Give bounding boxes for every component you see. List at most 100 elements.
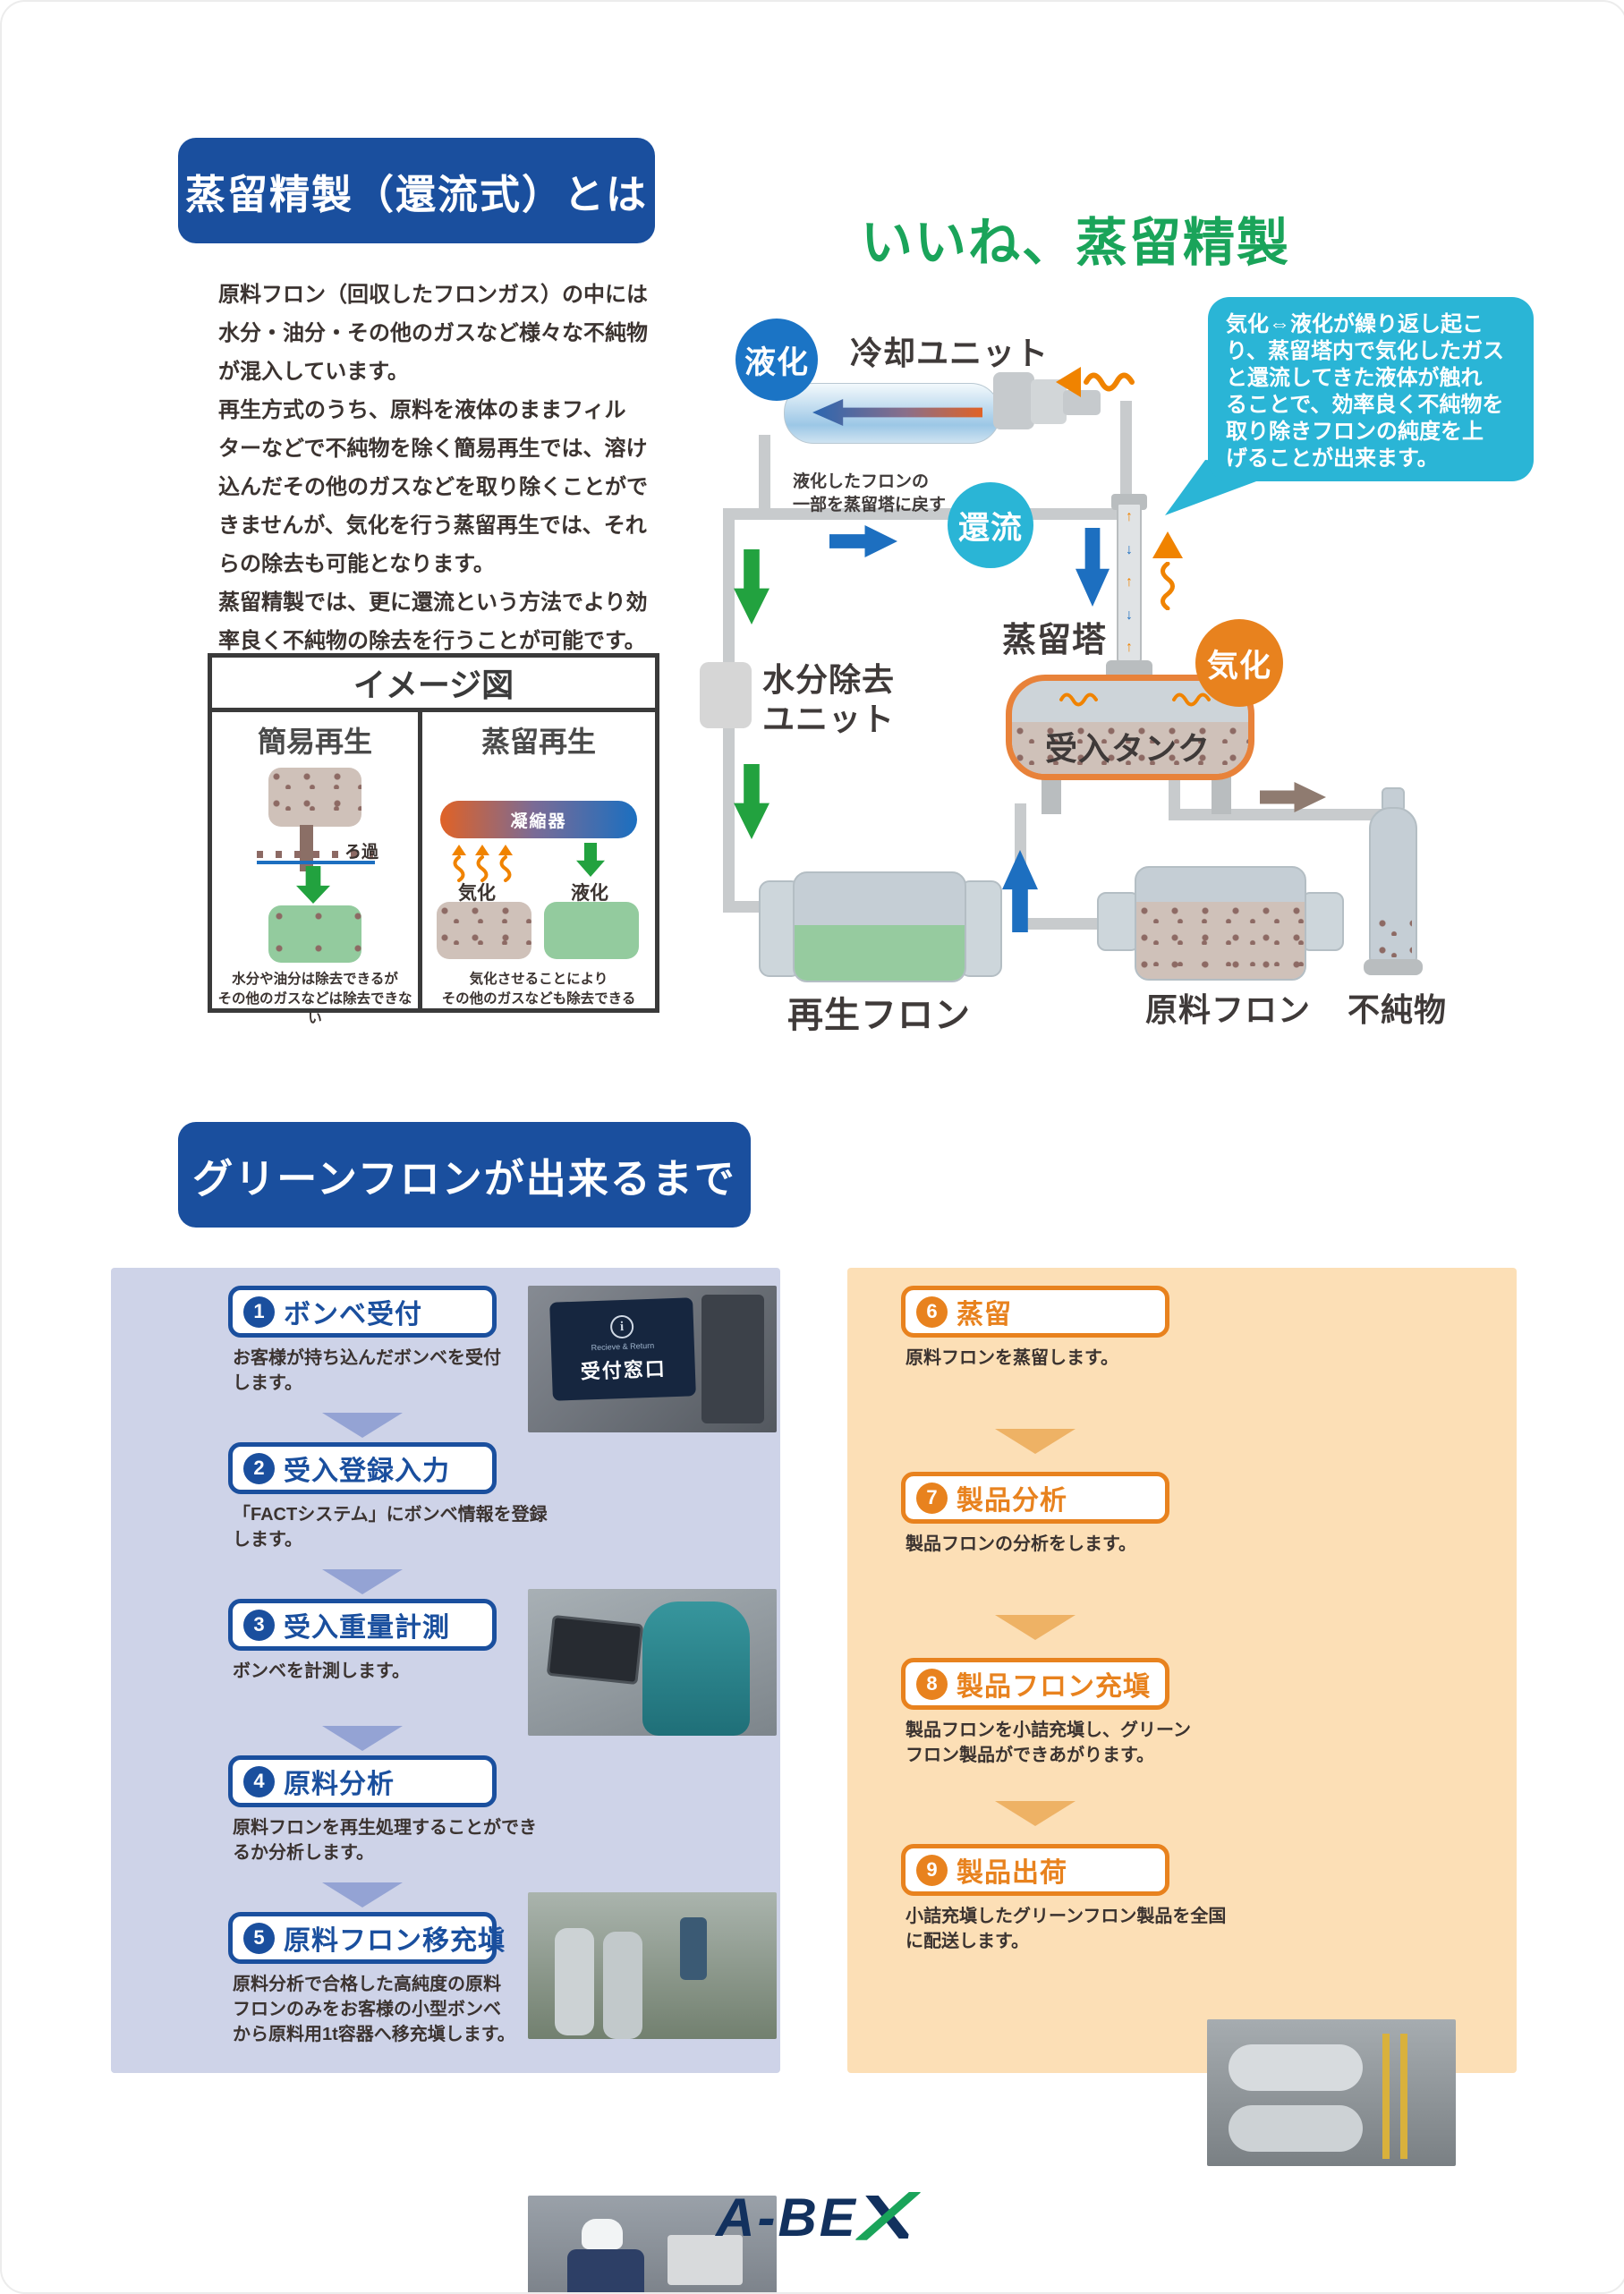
pure-liquid-box [544,902,639,959]
step-7-desc: 製品フロンの分析をします。 [906,1534,1136,1554]
filter-label: ろ過 [344,843,379,862]
section1-header-text: 蒸留精製（還流式）とは [184,171,648,217]
intro-line: きませんが、気化を行う蒸留再生では、それ [218,514,647,538]
tank-liquid [795,925,965,981]
photo-shape [701,1295,764,1423]
figure-right-title: 蒸留再生 [480,726,596,758]
down-arrow-icon [734,549,769,624]
condenser-bar: 凝縮器 [440,801,637,838]
step-3-desc: ボンベを計測します。 [233,1661,410,1681]
tube-nozzle [1063,390,1101,415]
image-figure: イメージ図 簡易再生 ろ過 水分や油分は除去できるが その他のガスなどは除去でき… [208,653,659,1026]
impurities-bottle [1369,807,1417,966]
section2-header: グリーンフロンが出来るまで [178,1122,751,1228]
intro-line: らの除去も可能となります。 [218,552,495,576]
tank-cap [1301,892,1344,951]
image-figure-title: イメージ図 [212,658,655,712]
right-arrow-icon [829,525,897,557]
pipe [1169,768,1180,820]
intro-line: 再生方式のうち、原料を液体のままフィル [218,398,626,422]
logo-x-mark [862,2196,912,2239]
photo-shape [567,2249,644,2292]
vaporize-badge: 気化 [1195,619,1283,707]
vaporize-squiggle-arrows-icon [452,845,513,887]
tube-coupler [1031,379,1067,424]
receiving-tank [1006,675,1254,780]
logo-text: A-BE [716,2187,858,2247]
impurities-label: 不純物 [1348,991,1448,1028]
reflux-badge: 還流 [948,482,1033,568]
photo-shape [1229,2105,1363,2152]
step-8-desc: 製品フロンを小詰充塡し、グリーン フロン製品ができあがります。 [906,1720,1191,1765]
intro-line: 込んだその他のガスなどを取り除くことがで [218,475,648,499]
tank-leg [1212,773,1231,814]
step-9-desc: 小詰充塡したグリーンフロン製品を全国 に配送します。 [906,1907,1227,1951]
right-arrow-icon [1260,782,1326,812]
pipe [723,508,735,667]
pipe-raw-feed-line [1015,918,1113,930]
vapor-gas-box [437,902,531,959]
filtered-gas-box [268,905,361,963]
photo-cylinder-reception: i Recieve & Return 受付窓口 [528,1286,777,1432]
cooling-unit-label: 冷却ユニット [850,335,1050,371]
step-2-desc: 「FACTシステム」にボンベ情報を登録 します。 [233,1505,548,1550]
heat-squiggle-icon [1161,562,1175,610]
down-arrow-icon [734,764,769,839]
figure-right-caption: 気化させることにより その他のガスなども除去できる [441,972,636,1007]
photo-shape [582,2219,623,2249]
up-arrow-icon [1152,531,1183,558]
filter-flow-bar [300,825,313,871]
filter-line [257,861,375,864]
photo-shape [603,1932,642,2039]
photo-shape [546,1614,644,1686]
section2-header-text: グリーンフロンが出来るまで [192,1155,736,1202]
figure-simple-regeneration: 簡易再生 ろ過 水分や油分は除去できるが その他のガスなどは除去できない [212,712,418,1026]
photo-shape [555,1928,594,2035]
pipe [759,435,770,517]
photo-registration [528,1589,777,1736]
intro-line: 率良く不純物の除去を行うことが可能です。 [218,629,646,653]
raw-freon-tank [1135,866,1306,981]
footer: A-BE [2,2181,1624,2253]
reception-sign: i Recieve & Return 受付窓口 [549,1297,696,1401]
photo-shape [1229,2044,1363,2091]
photo-analysis-raw [528,2196,777,2292]
step-4-desc: 原料フロンを再生処理することができ るか分析します。 [233,1818,537,1863]
figure-left-title: 簡易再生 [257,726,372,758]
pipe [723,723,735,913]
photo-distillation-plant [1207,2019,1456,2166]
liquefy-label: 液化 [571,883,608,904]
photo-shape [642,1602,750,1736]
photo-shape [1382,2034,1390,2159]
intro-line: ターなどで不純物を除く簡易再生では、溶け [218,437,648,461]
photo-shape [1400,2034,1407,2159]
heat-squiggle-icon [1059,692,1098,707]
tube-coupler [993,372,1034,429]
speech-bubble: 気化⇔液化が繰り返し起こ り、蒸留塔内で気化したガス と還流してきた液体が触れ … [1208,297,1534,481]
tank-liquid [1136,902,1305,979]
photo-shape [680,1917,707,1980]
photo-shape [667,2235,743,2285]
tank-cap [959,880,1002,977]
pipe-impurity-line [1169,809,1394,820]
settled-impurities [1374,914,1412,961]
water-removal-unit-label: 水分除去 ユニット [762,661,896,737]
liquefy-badge: 液化 [735,319,818,401]
regenerated-tank [793,871,966,982]
intro-paragraph: 原料フロン（回収したフロンガス）の中には 水分・油分・その他のガスなど様々な不純… [218,276,675,660]
figure-left-caption: 水分や油分は除去できるが その他のガスなどは除去できない [217,972,412,1026]
distillation-column-label: 蒸留塔 [1002,622,1108,659]
distillation-diagram: 冷却ユニット 液化 気化⇔液化が繰り返し起こ り、蒸留塔内で気化したガス と還流… [2,2,1624,1093]
photo-weighing [528,1892,777,2039]
tank-cap [1097,892,1140,951]
bottle-base [1364,959,1423,975]
catch-copy: いいね、蒸留精製 [861,214,1291,272]
reflux-note: 液化したフロンの 一部を蒸留塔に戻す [793,472,947,514]
